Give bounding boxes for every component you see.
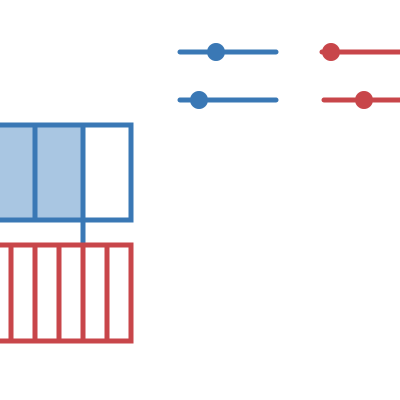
slider-handle[interactable] xyxy=(190,91,208,109)
bar-cell xyxy=(0,122,38,223)
bar-cell xyxy=(32,242,62,344)
bar-cell xyxy=(56,242,86,344)
slider-handle[interactable] xyxy=(322,43,340,61)
slider-top-left[interactable] xyxy=(177,43,279,61)
bar-cell xyxy=(80,122,134,223)
bar-cell xyxy=(80,242,110,344)
slider-handle[interactable] xyxy=(207,43,225,61)
red-segmented-bar xyxy=(0,242,134,344)
bar-cell xyxy=(104,242,134,344)
bar-cell xyxy=(8,242,38,344)
slider-handle[interactable] xyxy=(355,91,373,109)
blue-segmented-bar xyxy=(0,122,134,223)
slider-top-right[interactable] xyxy=(319,43,400,61)
bar-cell xyxy=(32,122,86,223)
slider-bottom-left[interactable] xyxy=(177,91,279,109)
slider-bottom-right[interactable] xyxy=(321,91,400,109)
